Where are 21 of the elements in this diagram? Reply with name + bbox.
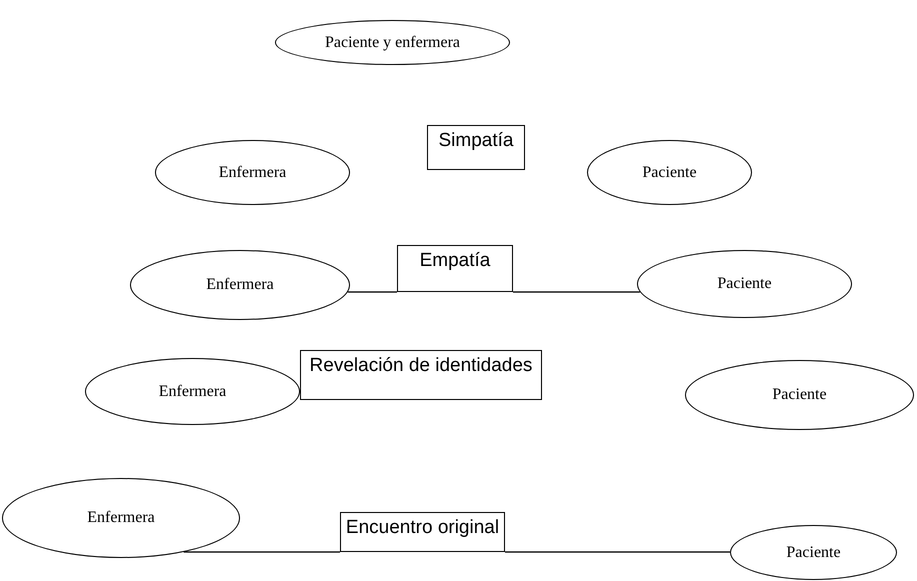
node-label: Paciente <box>786 544 841 562</box>
node-label: Paciente <box>717 275 772 293</box>
node-label: Empatía <box>420 250 490 272</box>
node-label: Simpatía <box>438 130 514 152</box>
connector-line <box>513 291 640 293</box>
connector-line <box>348 291 397 293</box>
node-label: Revelación de identidades <box>310 355 532 377</box>
node-label: Enfermera <box>218 164 286 182</box>
node-label: Enfermera <box>206 276 274 294</box>
concept-box <box>397 245 513 292</box>
concept-box <box>300 350 542 400</box>
concept-box <box>340 512 505 552</box>
node-label: Enfermera <box>158 382 226 400</box>
node-label: Enfermera <box>87 509 155 527</box>
node-label: Paciente <box>642 164 697 182</box>
connector-line <box>184 551 340 553</box>
connector-line <box>505 551 730 553</box>
node-label: Encuentro original <box>346 517 500 539</box>
node-label: Paciente y enfermera <box>324 34 460 52</box>
concept-box <box>427 125 525 170</box>
node-label: Paciente <box>772 386 827 404</box>
